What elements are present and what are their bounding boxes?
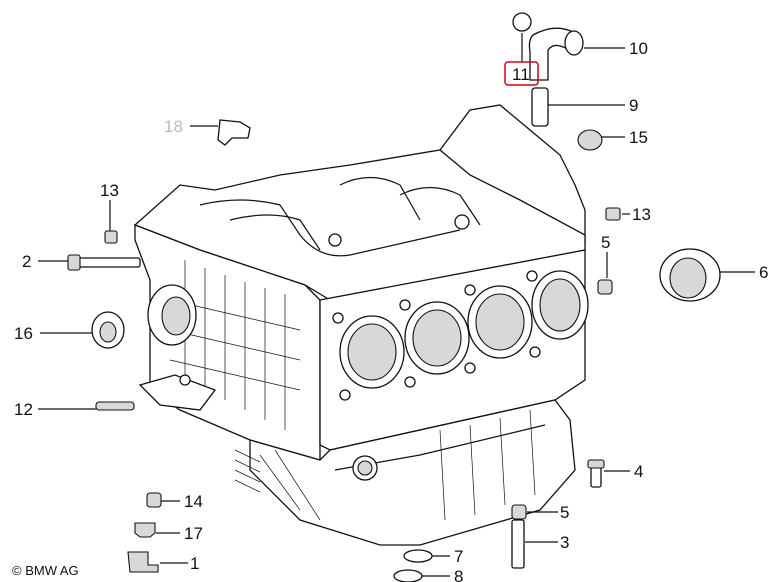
- selected-callout-highlight: [504, 61, 539, 86]
- callout-15[interactable]: 15: [629, 128, 648, 147]
- callout-numbers: 1 2 3 4 5 5 6 7 8 9 10 11 12 13 13 14 15…: [14, 39, 768, 582]
- callout-10[interactable]: 10: [629, 39, 648, 58]
- leader-lines: [38, 33, 755, 577]
- copyright-notice: © BMW AG: [12, 563, 79, 578]
- callout-2[interactable]: 2: [22, 252, 31, 271]
- callout-7[interactable]: 7: [454, 547, 463, 566]
- callout-5-upper[interactable]: 5: [601, 233, 610, 252]
- callout-18[interactable]: 18: [164, 117, 183, 136]
- callout-17[interactable]: 17: [184, 524, 203, 543]
- callout-12[interactable]: 12: [14, 400, 33, 419]
- engine-block-illustration: [133, 104, 589, 546]
- callout-13-right[interactable]: 13: [632, 205, 651, 224]
- cylinder-bores: [339, 270, 589, 389]
- callout-9[interactable]: 9: [629, 96, 638, 115]
- callout-5-lower[interactable]: 5: [560, 503, 569, 522]
- callout-6[interactable]: 6: [759, 263, 768, 282]
- callout-1[interactable]: 1: [190, 554, 199, 573]
- callout-11[interactable]: 11: [512, 65, 530, 84]
- callout-14[interactable]: 14: [184, 492, 203, 511]
- callout-16[interactable]: 16: [14, 324, 33, 343]
- callout-8[interactable]: 8: [454, 567, 463, 582]
- loose-parts: [67, 12, 721, 582]
- callout-3[interactable]: 3: [560, 533, 569, 552]
- callout-4[interactable]: 4: [634, 462, 643, 481]
- callout-13-left[interactable]: 13: [100, 181, 119, 200]
